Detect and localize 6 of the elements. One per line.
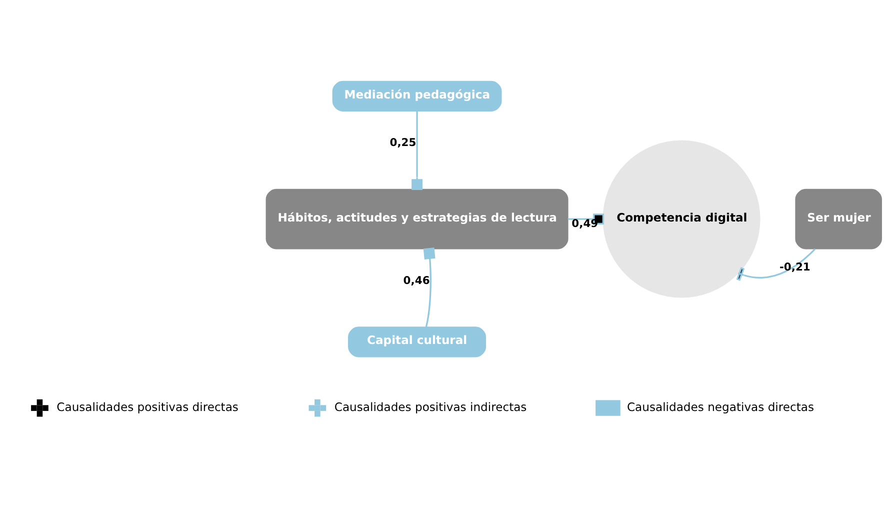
legend-label: Causalidades positivas indirectas [334,400,527,414]
edge-label: -0,21 [779,260,810,274]
legend-label: Causalidades negativas directas [626,400,814,414]
edge-label: 0,46 [403,274,430,288]
legend-label: Causalidades positivas directas [56,400,238,414]
edge-label: 0,25 [390,136,416,150]
